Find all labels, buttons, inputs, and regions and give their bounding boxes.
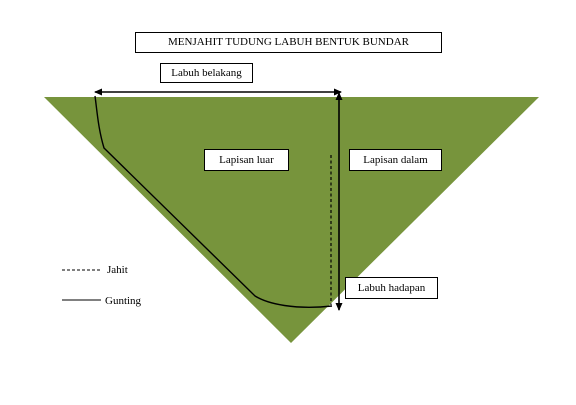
label-labuh-hadapan: Labuh hadapan [345,277,438,299]
legend-jahit-label: Jahit [107,264,128,276]
cut-line [94,95,333,308]
label-lapisan-luar: Lapisan luar [204,149,289,171]
label-labuh-belakang: Labuh belakang [160,63,253,83]
label-lapisan-dalam: Lapisan dalam [349,149,442,171]
legend-gunting-label: Gunting [105,295,142,307]
diagram-title: MENJAHIT TUDUNG LABUH BENTUK BUNDAR [135,32,442,53]
